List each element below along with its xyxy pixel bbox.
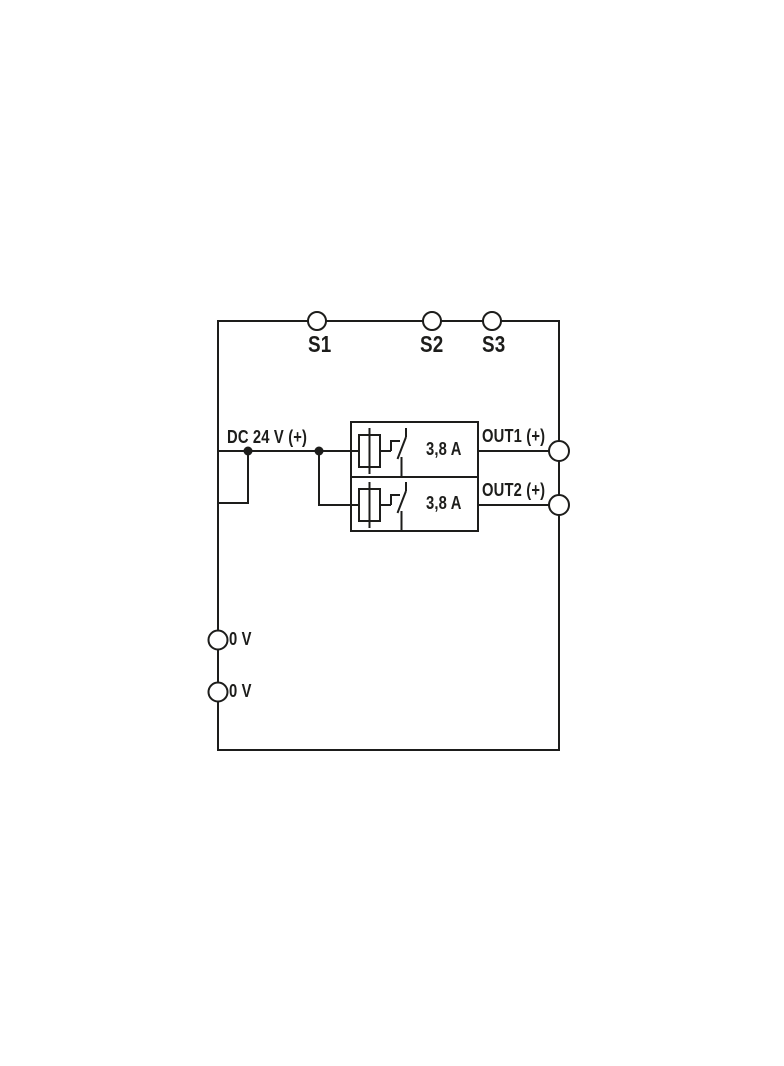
- fuse-symbol: [358, 428, 381, 474]
- ground-label-2: 0 V: [229, 681, 252, 701]
- output-wiring: [478, 450, 559, 506]
- breaker-block-outline: [350, 421, 479, 532]
- breaker-channel-1: [351, 428, 407, 477]
- fuse-symbol: [358, 482, 381, 528]
- terminals: [207, 311, 570, 703]
- out2-label: OUT2 (+): [482, 480, 546, 500]
- out1-label: OUT1 (+): [482, 426, 546, 446]
- terminal-circle-s2: [422, 311, 442, 331]
- junction-dot: [314, 446, 324, 456]
- terminal-circle-s3: [482, 311, 502, 331]
- dc-input-label: DC 24 V (+): [227, 427, 308, 447]
- signal-terminal-label-s1: S1: [308, 331, 332, 357]
- dc-input-wiring: [218, 446, 351, 506]
- breaker-channel-2: [351, 482, 407, 531]
- channel-2-rating-label: 3,8 A: [426, 493, 462, 513]
- terminal-circle-out2: [548, 494, 570, 516]
- electronic-switch-symbol: [390, 428, 407, 477]
- wire-frame: [217, 320, 560, 751]
- signal-terminal-label-s2: S2: [420, 331, 444, 357]
- junction-dot: [243, 446, 253, 456]
- ground-label-1: 0 V: [229, 629, 252, 649]
- channel-1-rating-label: 3,8 A: [426, 439, 462, 459]
- terminal-circle-s1: [307, 311, 327, 331]
- terminal-circle-0v-2: [207, 681, 229, 703]
- signal-terminal-label-s3: S3: [482, 331, 506, 357]
- terminal-circle-0v-1: [207, 629, 229, 651]
- electronic-switch-symbol: [390, 482, 407, 531]
- terminal-circle-out1: [548, 440, 570, 462]
